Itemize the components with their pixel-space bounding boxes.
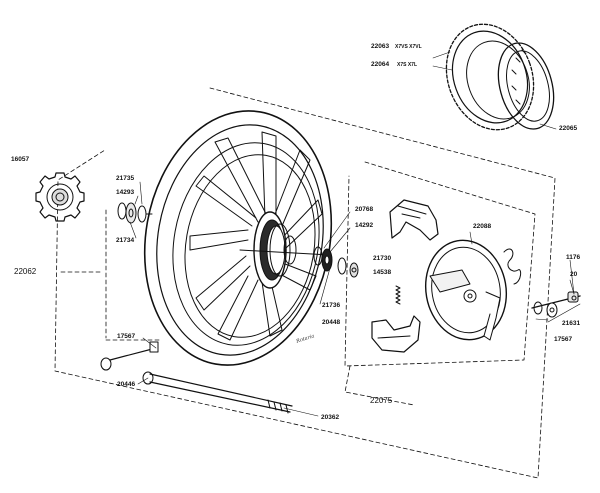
label-22062: 22062 [14, 267, 37, 276]
label-22075: 22075 [370, 396, 393, 405]
label-14293: 14293 [116, 189, 135, 196]
brake-shoe-upper [389, 199, 439, 241]
brake-plate [424, 239, 522, 341]
label-20446: 20446 [117, 381, 136, 388]
bearing-stack-left [117, 202, 153, 224]
label-21735: 21735 [116, 175, 135, 182]
bearing-stack-right [313, 246, 359, 278]
dashed-outline-group [54, 87, 556, 479]
label-22064-variants: X7S X7L [397, 62, 418, 68]
label-20362: 20362 [321, 414, 340, 421]
label-20768: 20768 [355, 206, 374, 213]
label-14538: 14538 [373, 269, 392, 276]
label-17567-right: 17567 [554, 336, 573, 343]
wheel-rim [143, 110, 333, 366]
label-22063: 22063 [371, 43, 390, 50]
brake-shoe-lower [371, 315, 421, 353]
label-21734: 21734 [116, 237, 135, 244]
label-22063-variants: X7VS X7VL [395, 44, 422, 50]
label-20448: 20448 [322, 319, 341, 326]
wheel-hub [239, 211, 331, 289]
label-22064: 22064 [371, 61, 390, 68]
label-21730: 21730 [373, 255, 392, 262]
label-22088: 22088 [473, 223, 492, 230]
label-21631: 21631 [562, 320, 581, 327]
label-22065: 22065 [559, 125, 578, 132]
sprocket-carrier-ring [497, 42, 555, 130]
lower-bolt-group [100, 341, 159, 371]
label-14292: 14292 [355, 222, 374, 229]
rear-sprocket [445, 23, 535, 131]
wheel-spokes [189, 131, 323, 341]
label-21736: 21736 [322, 302, 341, 309]
label-16057: 16057 [11, 156, 30, 163]
axle-nut-group [531, 291, 581, 318]
label-1176: 1176 [566, 254, 581, 261]
brake-spring [395, 285, 401, 305]
label-20: 20 [570, 271, 578, 278]
leader-lines [129, 51, 581, 417]
axle-spindle [142, 371, 293, 414]
label-17567-left: 17567 [117, 333, 136, 340]
front-sprocket [35, 172, 85, 222]
